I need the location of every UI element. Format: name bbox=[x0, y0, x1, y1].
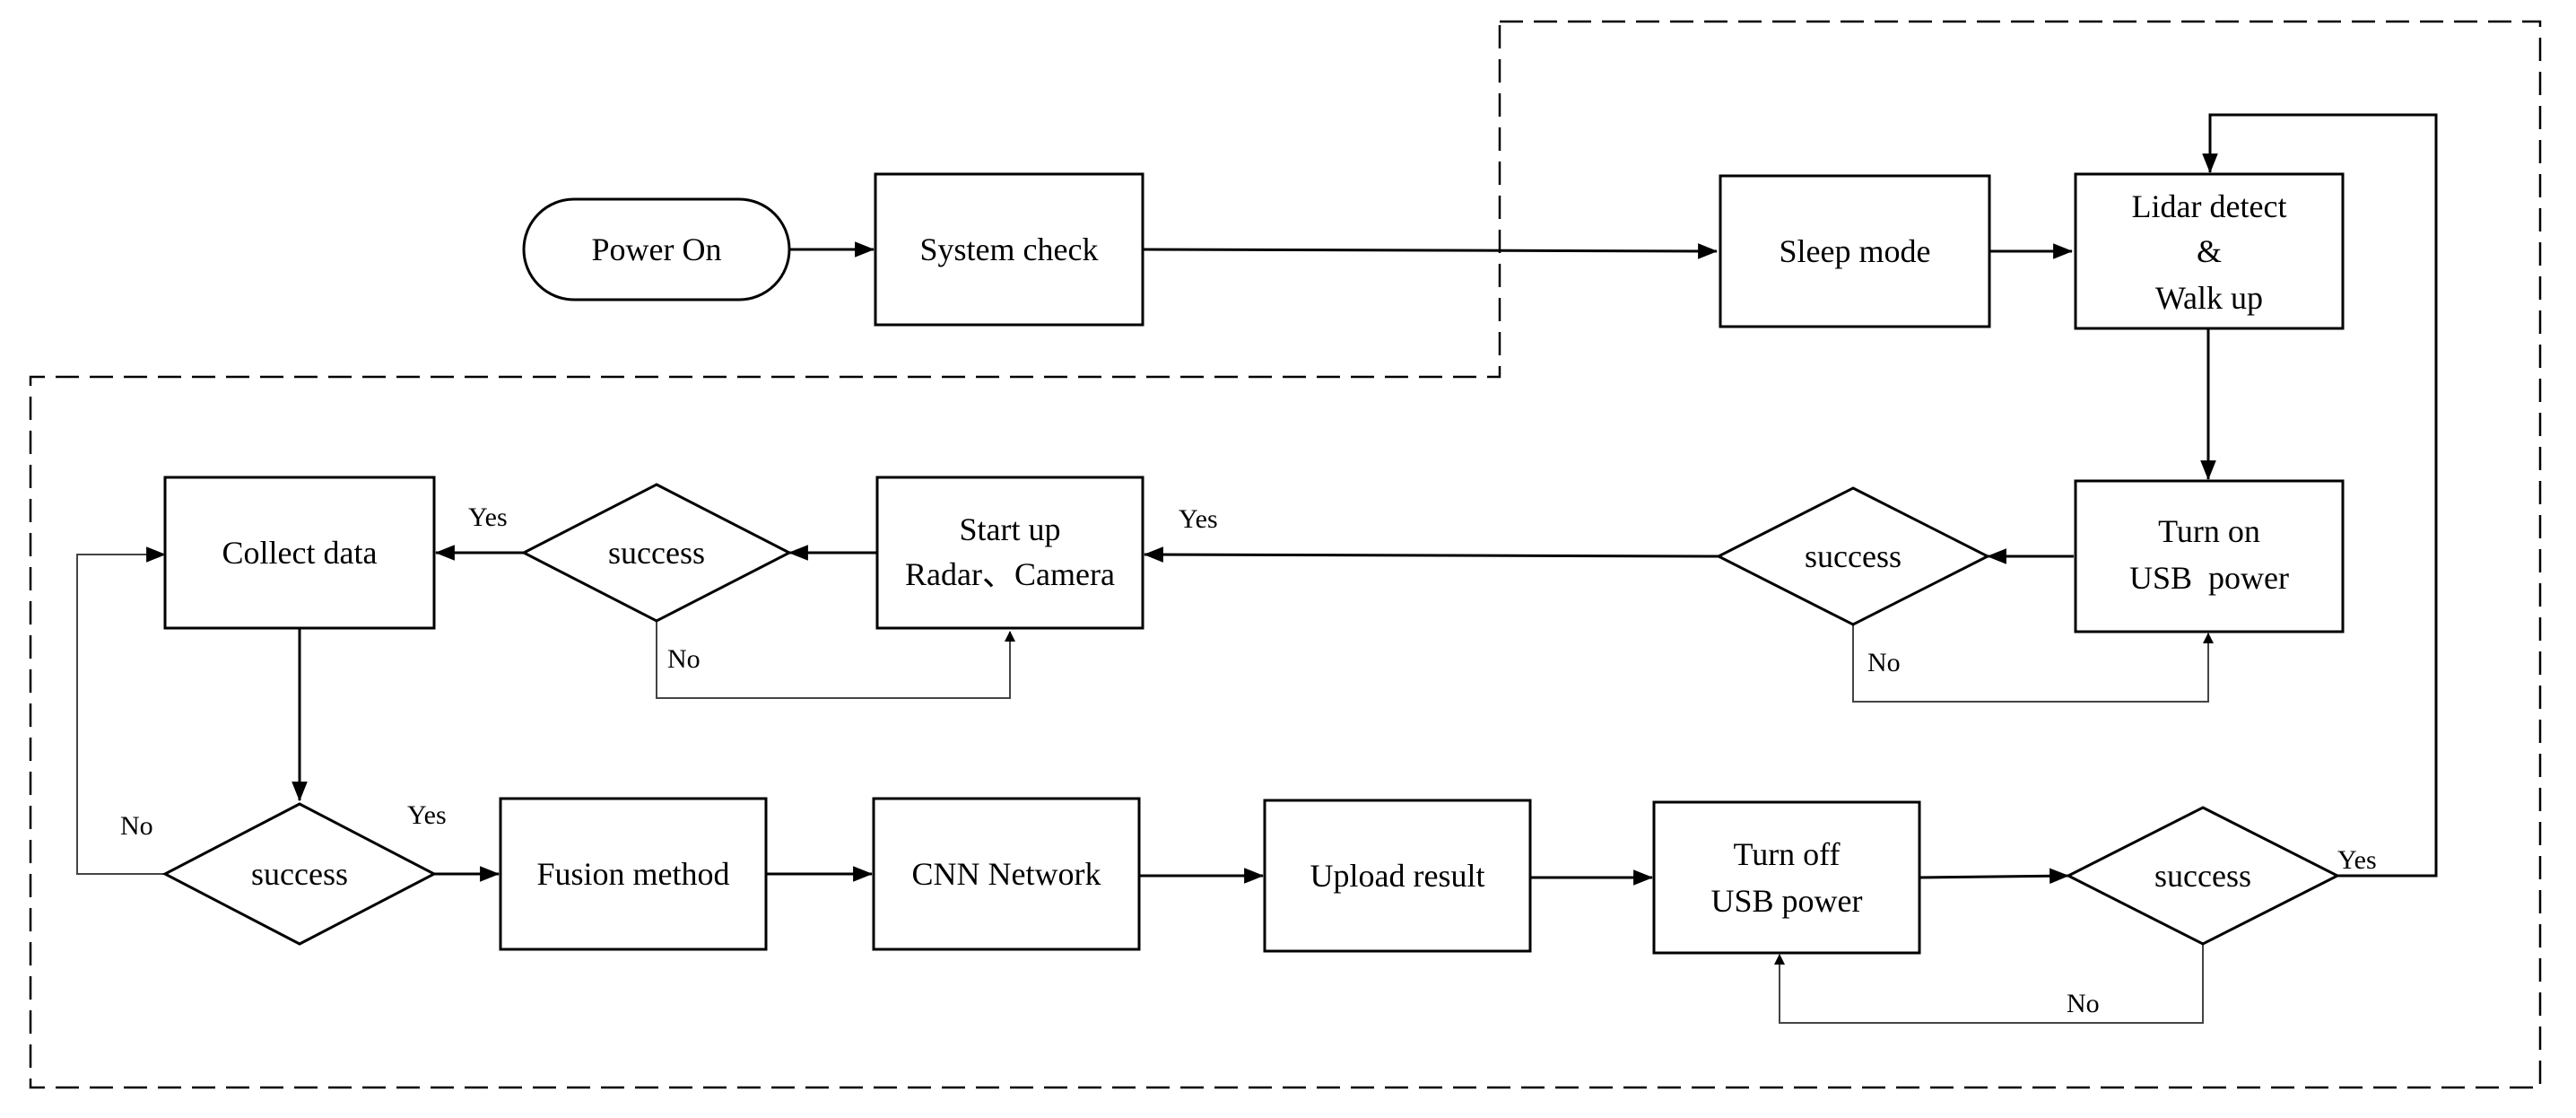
lidar-label-line2: & bbox=[2197, 233, 2222, 269]
edge-system-check-to-sleep-mode bbox=[1142, 243, 1719, 259]
edge-success-collect-no-loop bbox=[76, 546, 167, 875]
power-on-node: Power On bbox=[522, 197, 791, 301]
edge-label-no-usb-off: No bbox=[2067, 989, 2100, 1018]
usb-off-label-line1: Turn off bbox=[1733, 836, 1840, 872]
edge-success-usb-off-yes-loop bbox=[2202, 113, 2438, 878]
success-collect-label: success bbox=[251, 856, 348, 892]
edge-success-usb-off-no-loop bbox=[1774, 944, 2204, 1024]
upload-result-node: Upload result bbox=[1263, 799, 1532, 953]
success-decision-collect: success bbox=[161, 802, 438, 946]
startup-node: Start up Radar、Camera bbox=[875, 476, 1144, 630]
success-startup-label: success bbox=[608, 535, 705, 571]
lidar-label-line3: Walk up bbox=[2155, 280, 2263, 316]
edge-label-no-startup: No bbox=[667, 644, 701, 674]
system-check-node: System check bbox=[874, 172, 1144, 327]
cnn-network-label: CNN Network bbox=[912, 856, 1101, 892]
startup-label-line2: Radar、Camera bbox=[905, 556, 1115, 592]
usb-on-label-line2: USB power bbox=[2129, 560, 2289, 596]
success-decision-usb-on: success bbox=[1715, 486, 1991, 626]
usb-off-node: Turn off USB power bbox=[1652, 800, 1921, 955]
usb-on-label-line1: Turn on bbox=[2158, 513, 2260, 549]
lidar-detect-node: Lidar detect & Walk up bbox=[2074, 172, 2345, 330]
edge-label-yes-startup: Yes bbox=[468, 502, 508, 532]
fusion-method-node: Fusion method bbox=[499, 797, 768, 951]
edge-label-no-collect: No bbox=[120, 811, 153, 841]
collect-data-label: Collect data bbox=[222, 535, 378, 571]
edge-label-yes-collect: Yes bbox=[407, 800, 447, 830]
success-decision-startup: success bbox=[520, 483, 793, 623]
power-on-label: Power On bbox=[592, 231, 722, 267]
system-check-label: System check bbox=[920, 231, 1099, 267]
edge-label-yes-usb-off: Yes bbox=[2337, 845, 2377, 875]
fusion-method-label: Fusion method bbox=[536, 856, 729, 892]
success-usb-on-label: success bbox=[1805, 538, 1902, 574]
edge-success-usb-on-to-startup bbox=[1143, 546, 1719, 563]
cnn-network-node: CNN Network bbox=[872, 797, 1141, 951]
usb-on-node: Turn on USB power bbox=[2074, 479, 2345, 633]
sleep-mode-label: Sleep mode bbox=[1780, 233, 1931, 269]
edge-label-yes-usb-on: Yes bbox=[1179, 504, 1218, 534]
usb-off-label-line2: USB power bbox=[1711, 883, 1863, 919]
edge-label-no-usb-on: No bbox=[1867, 648, 1901, 677]
collect-data-node: Collect data bbox=[163, 476, 436, 630]
startup-label-line1: Start up bbox=[960, 511, 1061, 547]
lidar-label-line1: Lidar detect bbox=[2132, 188, 2287, 224]
sleep-mode-node: Sleep mode bbox=[1719, 174, 1991, 328]
success-decision-usb-off: success bbox=[2065, 806, 2341, 946]
edge-usb-off-to-success bbox=[1919, 868, 2070, 885]
standby-region-outline bbox=[29, 20, 2542, 1089]
edge-success-usb-on-no-loop bbox=[1852, 625, 2214, 703]
success-usb-off-label: success bbox=[2154, 858, 2251, 894]
upload-result-label: Upload result bbox=[1310, 858, 1485, 894]
edge-success-startup-no-loop bbox=[656, 621, 1015, 699]
